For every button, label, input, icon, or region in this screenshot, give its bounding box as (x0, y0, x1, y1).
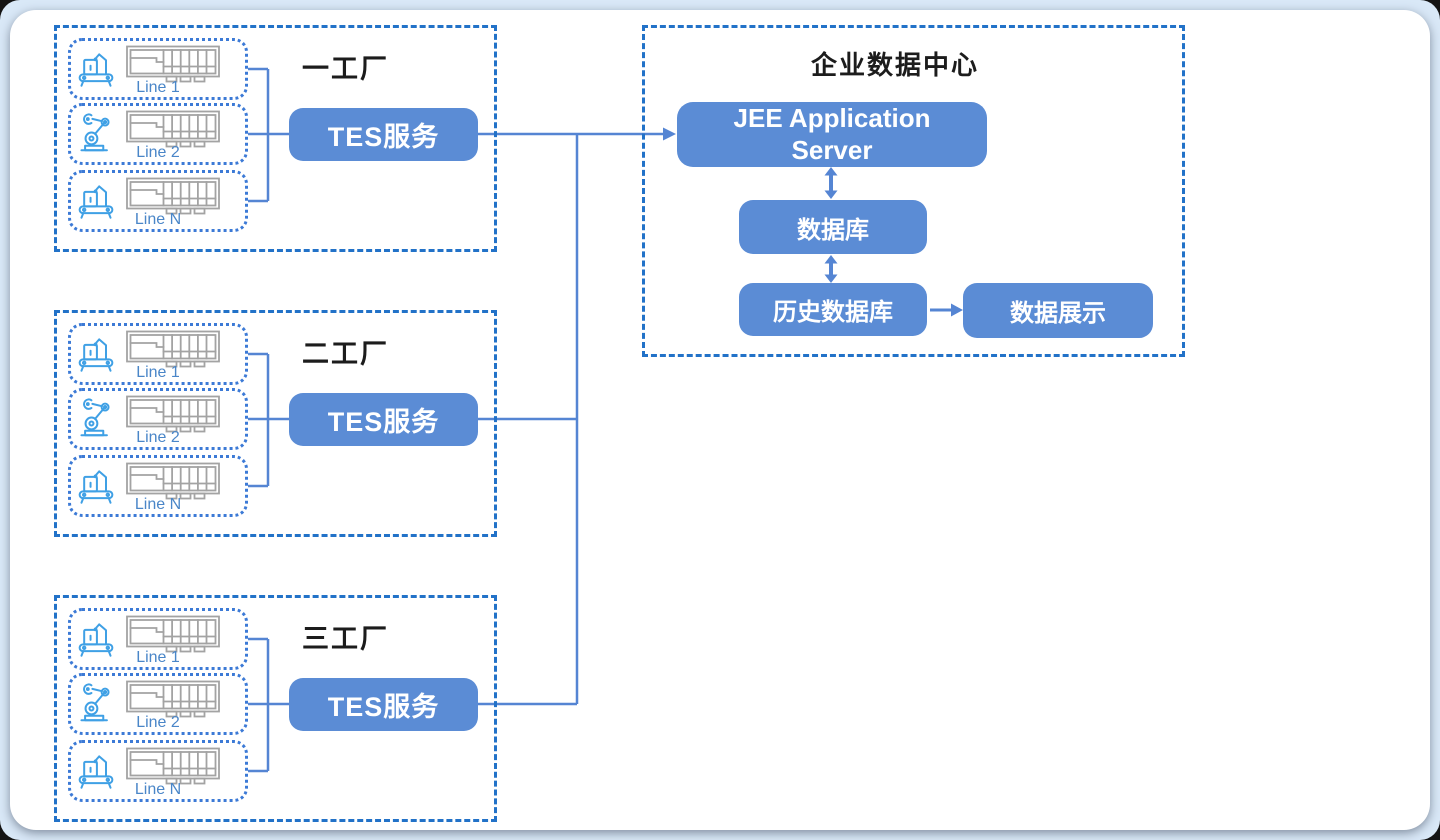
line-label: Line N (134, 496, 182, 513)
factory-box-1: 一工厂 Line 1 Line 2 Line N TES服务 (54, 25, 497, 252)
database-node: 数据库 (739, 200, 927, 254)
line-box: Line 1 (68, 323, 248, 385)
line-label: Line 2 (136, 144, 180, 161)
line-box: Line 2 (68, 673, 248, 735)
line-box: Line 1 (68, 608, 248, 670)
tes-service-button: TES服务 (289, 108, 478, 161)
line-box: Line N (68, 170, 248, 232)
line-label: Line 2 (136, 714, 180, 731)
factory-box-3: 三工厂 Line 1 Line 2 Line N TES服务 (54, 595, 497, 822)
factory-box-2: 二工厂 Line 1 Line 2 Line N TES服务 (54, 310, 497, 537)
factory-title: 二工厂 (302, 339, 389, 369)
line-box: Line N (68, 740, 248, 802)
line-label: Line 1 (136, 364, 180, 381)
history-database-node: 历史数据库 (739, 283, 927, 336)
line-box: Line 1 (68, 38, 248, 100)
factory-title: 三工厂 (302, 624, 389, 654)
data-display-node: 数据展示 (963, 283, 1153, 338)
line-box: Line 2 (68, 388, 248, 450)
line-label: Line N (134, 781, 182, 798)
line-label: Line 1 (136, 79, 180, 96)
line-box: Line N (68, 455, 248, 517)
datacenter-title: 企业数据中心 (810, 50, 979, 80)
line-label: Line 1 (136, 649, 180, 666)
line-label: Line 2 (136, 429, 180, 446)
tes-service-button: TES服务 (289, 678, 478, 731)
datacenter-box: 企业数据中心 JEE Application Server 数据库 历史数据库 … (642, 25, 1185, 357)
factory-title: 一工厂 (302, 54, 389, 84)
line-box: Line 2 (68, 103, 248, 165)
jee-application-server-node: JEE Application Server (677, 102, 987, 167)
tes-service-button: TES服务 (289, 393, 478, 446)
line-label: Line N (134, 211, 182, 228)
